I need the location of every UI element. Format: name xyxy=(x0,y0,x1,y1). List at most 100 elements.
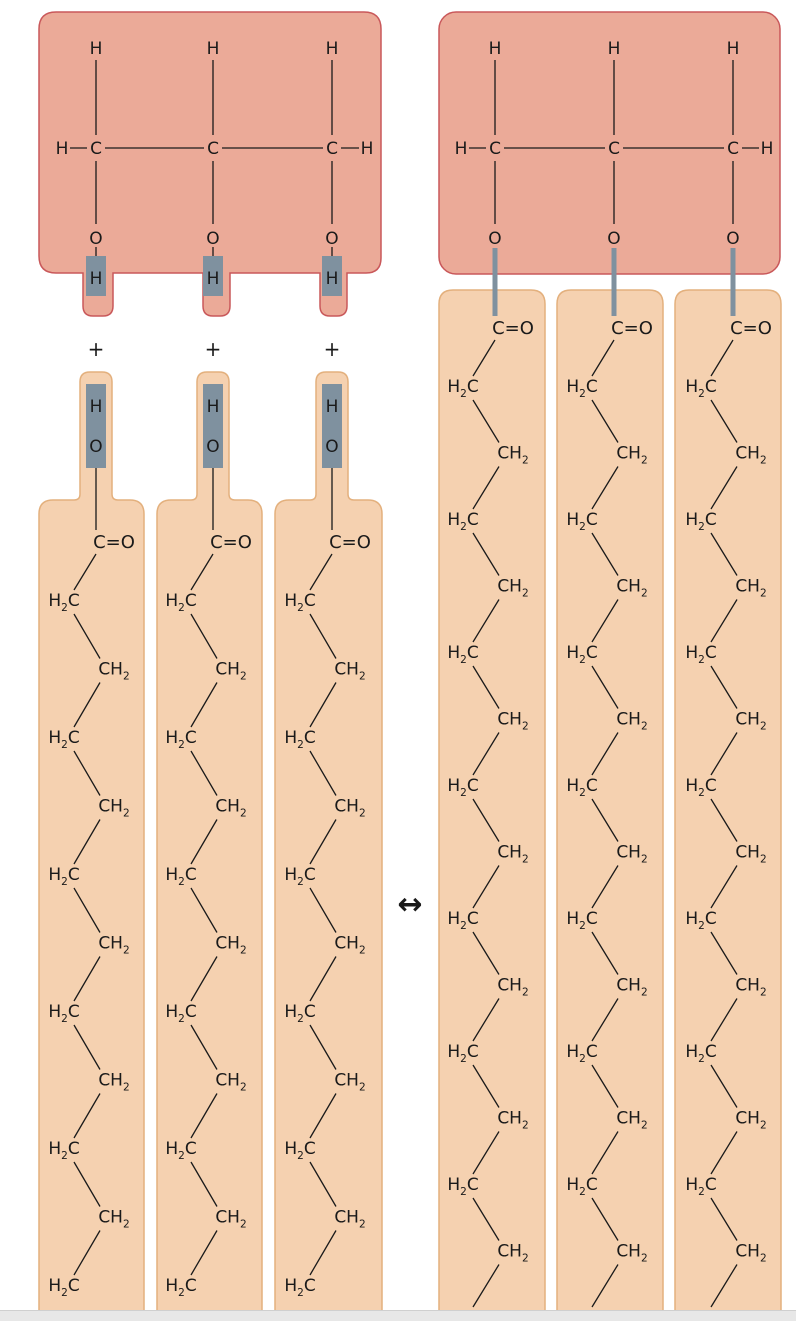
methylene-right: CH2 xyxy=(215,1208,246,1231)
carbonyl-group: C=O xyxy=(611,318,653,339)
hydroxyl-hydrogen-highlight xyxy=(203,256,223,296)
hydrogen-atom: H xyxy=(608,39,621,59)
c-c-bond xyxy=(190,750,218,796)
methylene-left: H2C xyxy=(566,1042,597,1065)
c-c-bond xyxy=(309,1230,337,1276)
c-c-bond xyxy=(472,1131,500,1175)
carbon-atom: C xyxy=(90,139,102,159)
methylene-right: CH2 xyxy=(98,660,129,683)
methylene-left: H2C xyxy=(447,510,478,533)
methylene-left: H2C xyxy=(284,865,315,888)
methylene-right: CH2 xyxy=(98,1071,129,1094)
methylene-left: H2C xyxy=(566,909,597,932)
oxygen-atom: O xyxy=(206,229,219,249)
methylene-left: H2C xyxy=(685,1175,716,1198)
methylene-right: CH2 xyxy=(497,577,528,600)
c-c-bond xyxy=(591,798,619,842)
c-c-bond xyxy=(309,819,337,865)
methylene-right: CH2 xyxy=(616,577,647,600)
hydrogen-atom: H xyxy=(727,39,740,59)
methylene-left: H2C xyxy=(48,591,79,614)
methylene-right: CH2 xyxy=(616,1109,647,1132)
c-c-bond xyxy=(73,553,97,591)
c-c-bond xyxy=(472,1064,500,1108)
c-c-bond xyxy=(710,798,738,842)
methylene-right: CH2 xyxy=(497,976,528,999)
methylene-left: H2C xyxy=(447,643,478,666)
fatty-acid-background xyxy=(438,289,546,1310)
c-c-bond xyxy=(710,732,738,776)
c-c-bond xyxy=(710,1131,738,1175)
methylene-right: CH2 xyxy=(215,934,246,957)
c-c-bond xyxy=(591,1064,619,1108)
c-c-bond xyxy=(190,1093,218,1139)
methylene-right: CH2 xyxy=(616,710,647,733)
c-c-bond xyxy=(591,399,619,443)
oxygen-atom: O xyxy=(89,229,102,249)
methylene-left: H2C xyxy=(566,776,597,799)
c-c-bond xyxy=(73,956,101,1002)
methylene-left: H2C xyxy=(165,1276,196,1299)
hydrogen-atom: H xyxy=(455,139,468,159)
methylene-right: CH2 xyxy=(334,1208,365,1231)
carbon-atom: C xyxy=(489,139,501,159)
c-c-bond xyxy=(710,665,738,709)
c-c-bond xyxy=(472,798,500,842)
c-c-bond xyxy=(591,665,619,709)
c-c-bond xyxy=(591,998,619,1042)
methylene-right: CH2 xyxy=(497,1242,528,1265)
methylene-right: CH2 xyxy=(616,976,647,999)
carboxyl-hydrogen: H xyxy=(207,397,220,417)
c-c-bond xyxy=(591,1264,619,1308)
c-c-bond xyxy=(591,599,619,643)
methylene-right: CH2 xyxy=(497,710,528,733)
methylene-right: CH2 xyxy=(497,444,528,467)
methylene-left: H2C xyxy=(48,728,79,751)
methylene-left: H2C xyxy=(284,1002,315,1025)
methylene-left: H2C xyxy=(685,1308,716,1320)
fatty-acid-background xyxy=(674,289,782,1310)
carbonyl-group: C=O xyxy=(730,318,772,339)
methylene-left: H2C xyxy=(566,510,597,533)
page-bottom-divider xyxy=(0,1310,796,1321)
c-c-bond xyxy=(472,339,496,377)
c-c-bond xyxy=(73,1093,101,1139)
methylene-left: H2C xyxy=(566,377,597,400)
c-c-bond xyxy=(591,532,619,576)
c-c-bond xyxy=(73,887,101,933)
methylene-left: H2C xyxy=(447,1042,478,1065)
hydroxyl-hydrogen-highlight xyxy=(322,256,342,296)
fatty-acid: C=OH2CCH2H2CCH2H2CCH2H2CCH2H2CCH2H2CCH2H… xyxy=(438,289,546,1310)
methylene-right: CH2 xyxy=(98,1208,129,1231)
methylene-left: H2C xyxy=(685,1042,716,1065)
c-c-bond xyxy=(309,613,337,659)
methylene-left: H2C xyxy=(165,591,196,614)
methylene-right: CH2 xyxy=(334,660,365,683)
methylene-left: H2C xyxy=(284,1139,315,1162)
c-c-bond xyxy=(472,998,500,1042)
methylene-right: CH2 xyxy=(735,843,766,866)
methylene-left: H2C xyxy=(447,377,478,400)
c-c-bond xyxy=(710,931,738,975)
c-c-bond xyxy=(710,339,734,377)
hydrogen-atom: H xyxy=(761,139,774,159)
fatty-acid-background xyxy=(156,371,263,1310)
methylene-right: CH2 xyxy=(215,797,246,820)
c-c-bond xyxy=(591,1131,619,1175)
c-c-bond xyxy=(190,613,218,659)
ester-bond xyxy=(730,248,736,316)
methylene-left: H2C xyxy=(447,909,478,932)
methylene-left: H2C xyxy=(165,1139,196,1162)
c-c-bond xyxy=(472,865,500,909)
carbonyl-group: C=O xyxy=(329,532,371,553)
c-c-bond xyxy=(591,466,619,510)
methylene-left: H2C xyxy=(48,1139,79,1162)
ester-bond xyxy=(492,248,498,316)
c-c-bond xyxy=(190,1024,218,1070)
c-c-bond xyxy=(710,1064,738,1108)
carboxyl-hydrogen: H xyxy=(90,397,103,417)
c-c-bond xyxy=(710,998,738,1042)
